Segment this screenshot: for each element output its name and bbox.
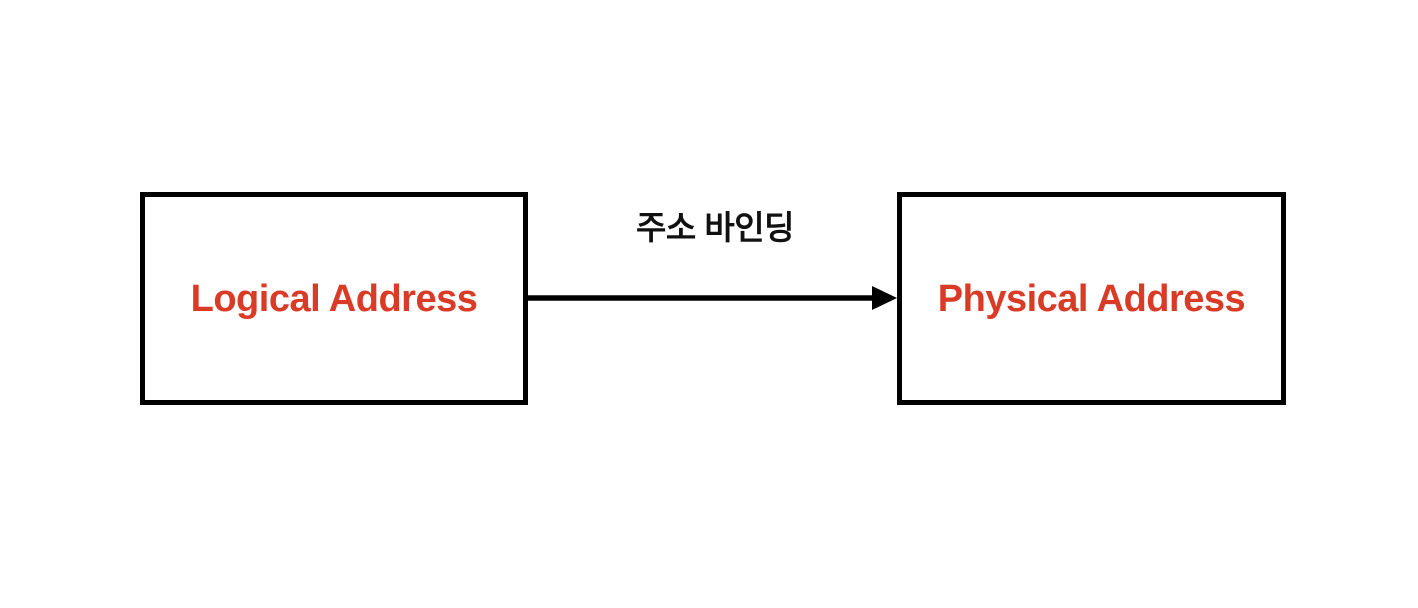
binding-arrow-connector	[527, 286, 897, 310]
binding-edge-label: 주소 바인딩	[636, 209, 794, 246]
arrowhead-icon	[872, 286, 897, 310]
node-physical-address[interactable]: Physical Address	[897, 192, 1286, 405]
node-physical-address-label: Physical Address	[937, 277, 1246, 320]
node-logical-address-label: Logical Address	[190, 277, 478, 320]
node-logical-address[interactable]: Logical Address	[140, 192, 528, 405]
